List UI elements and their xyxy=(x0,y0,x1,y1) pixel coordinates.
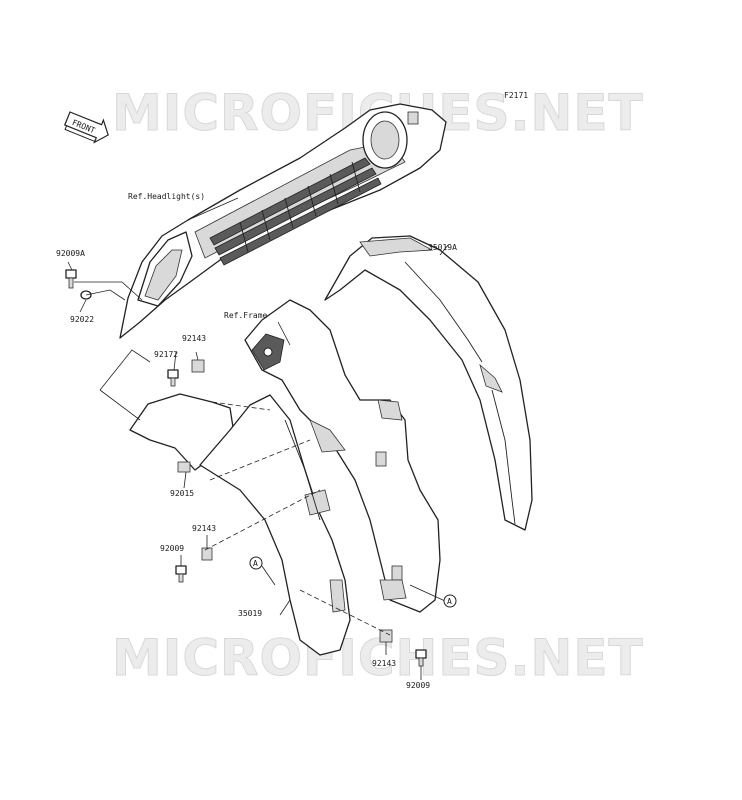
shroud-35019 xyxy=(199,394,351,656)
part-label-92015: 92015 xyxy=(170,489,194,498)
bolt-92009A-icon xyxy=(65,269,77,289)
part-label-92022: 92022 xyxy=(70,315,94,324)
frame-bracket xyxy=(244,299,441,613)
part-label-35019A: 35019A xyxy=(428,243,457,252)
part-label-92009A: 92009A xyxy=(56,249,85,258)
callout-a-left: A xyxy=(249,556,263,570)
upper-cowl-grille xyxy=(119,103,447,339)
front-arrow-icon: FRONT xyxy=(63,111,109,144)
part-label-35019: 35019 xyxy=(238,609,262,618)
callout-a-right: A xyxy=(443,594,457,608)
ref-frame-label: Ref.Frame xyxy=(224,311,268,320)
nut-92143-top-icon xyxy=(191,359,205,373)
watermark-bottom: MICROFICHES.NET xyxy=(112,629,644,687)
callout-a-left-label: A xyxy=(253,559,258,568)
shroud-35019A xyxy=(324,235,533,531)
ref-headlight-label: Ref.Headlight(s) xyxy=(128,192,205,201)
bolt-92009-mid-icon xyxy=(175,565,187,583)
nut-92143-mid-icon xyxy=(201,547,213,561)
part-label-92172: 92172 xyxy=(154,350,178,359)
part-label-92009-bot: 92009 xyxy=(406,681,430,690)
leader-lines xyxy=(67,197,449,680)
part-label-92143-bot: 92143 xyxy=(372,659,396,668)
part-label-92009-mid: 92009 xyxy=(160,544,184,553)
ref-code: F2171 xyxy=(504,91,528,100)
part-label-92143-top: 92143 xyxy=(182,334,206,343)
nut-92143-bot-icon xyxy=(379,629,393,643)
callout-a-right-label: A xyxy=(447,597,452,606)
alignment-lines xyxy=(204,401,391,636)
part-label-92143-mid: 92143 xyxy=(192,524,216,533)
grommet-92015-icon xyxy=(177,461,191,473)
bolt-92172-icon xyxy=(167,369,179,387)
